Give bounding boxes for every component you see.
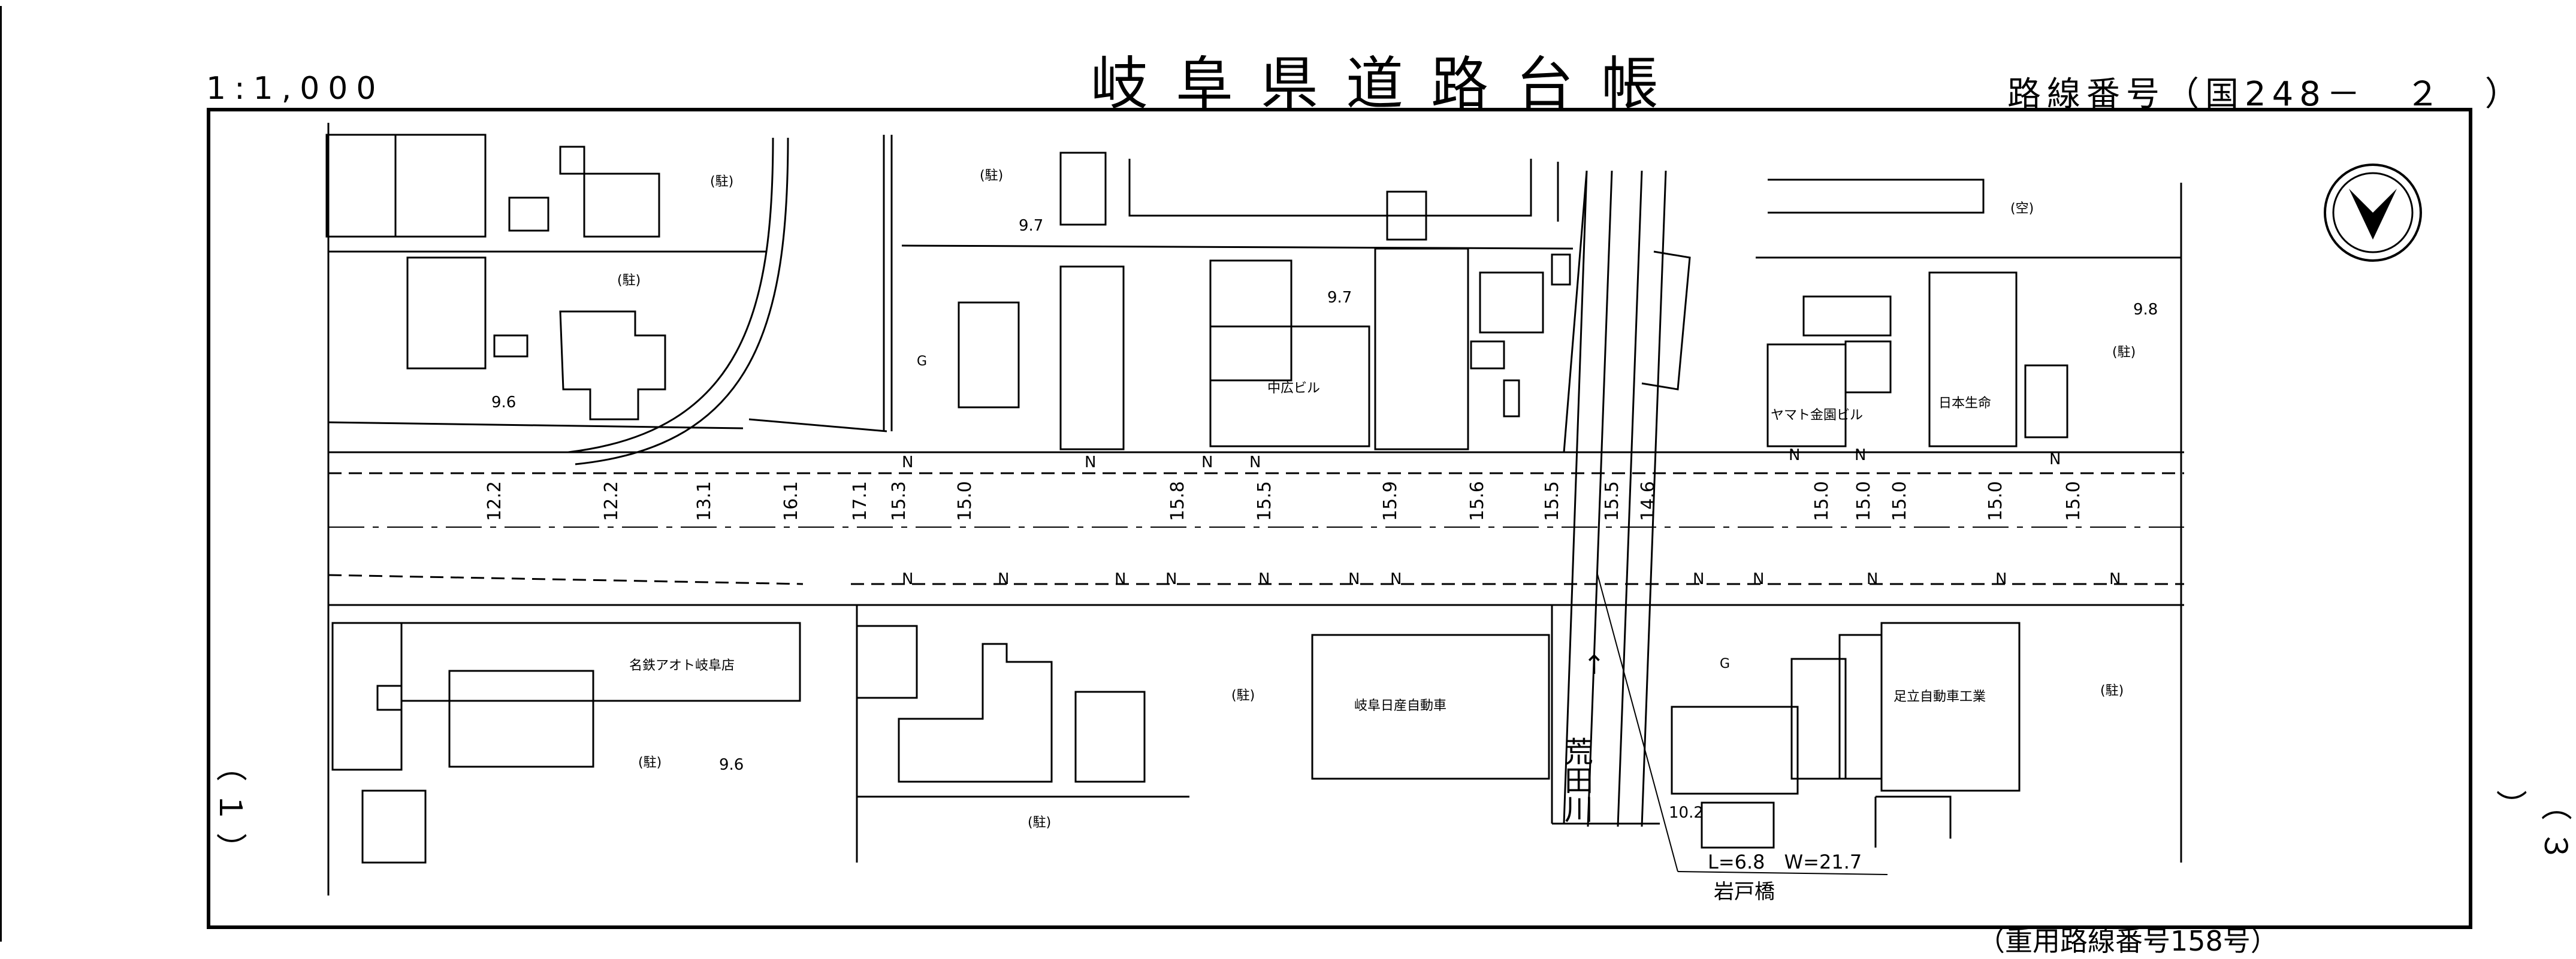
road-width-1: 12.2 <box>484 481 505 521</box>
svg-text:N: N <box>1201 453 1213 471</box>
svg-text:N: N <box>1390 570 1402 588</box>
spot-height: 9.7 <box>1327 289 1352 307</box>
svg-text:15.5: 15.5 <box>1542 481 1563 521</box>
spot-height: 9.6 <box>491 394 516 412</box>
building-label: 中広ビル <box>1267 381 1320 396</box>
building-label: 名鉄アオト岐阜店 <box>629 658 735 673</box>
building-label: 足立自動車工業 <box>1894 689 1986 704</box>
north-arrow-icon <box>2324 164 2422 262</box>
svg-text:15.0: 15.0 <box>2063 481 2084 521</box>
parking-label: (駐) <box>980 168 1003 183</box>
vacant-label: (空) <box>2010 201 2034 216</box>
svg-text:15.5: 15.5 <box>1602 481 1623 521</box>
svg-text:15.6: 15.6 <box>1467 481 1488 521</box>
spot-height: 9.6 <box>719 756 744 774</box>
svg-text:N: N <box>902 453 913 471</box>
svg-text:15.8: 15.8 <box>1167 481 1188 521</box>
svg-text:N: N <box>1855 446 1866 464</box>
river-label: 荒田川 <box>1559 737 1593 823</box>
svg-text:N: N <box>902 570 913 588</box>
svg-text:15.0: 15.0 <box>1811 481 1832 521</box>
svg-text:N: N <box>1165 570 1177 588</box>
svg-text:15.0: 15.0 <box>1985 481 2006 521</box>
svg-text:N: N <box>1085 453 1096 471</box>
svg-text:15.5: 15.5 <box>1254 481 1275 521</box>
svg-text:N: N <box>1115 570 1126 588</box>
svg-text:N: N <box>1753 570 1764 588</box>
parking-label: (駐) <box>1028 815 1051 830</box>
building-label: ヤマト金園ビル <box>1771 408 1863 423</box>
svg-text:N: N <box>1249 453 1261 471</box>
parking-label: (駐) <box>2100 683 2124 698</box>
svg-text:16.1: 16.1 <box>781 481 802 521</box>
svg-text:N: N <box>2109 570 2121 588</box>
svg-text:15.0: 15.0 <box>1889 481 1910 521</box>
svg-text:N: N <box>1258 570 1270 588</box>
parking-label: (駐) <box>710 174 733 189</box>
svg-text:15.0: 15.0 <box>1853 481 1874 521</box>
parking-label: (駐) <box>638 755 662 770</box>
svg-text:17.1: 17.1 <box>850 481 871 521</box>
spot-height: 9.7 <box>1019 217 1043 235</box>
bridge-name: 岩戸橋 <box>1714 880 1775 904</box>
bridge-spec: L=6.8 W=21.7 <box>1708 851 1862 873</box>
svg-text:N: N <box>2049 450 2061 468</box>
spot-height: 9.8 <box>2133 301 2158 319</box>
svg-text:15.3: 15.3 <box>889 481 910 521</box>
spot-height: 10.2 <box>1669 804 1704 822</box>
svg-text:12.2: 12.2 <box>601 481 622 521</box>
route-number: 路線番号（国248－ ２ ） <box>2007 75 2524 114</box>
svg-text:15.0: 15.0 <box>955 481 976 521</box>
svg-text:N: N <box>1693 570 1704 588</box>
svg-text:13.1: 13.1 <box>694 481 715 521</box>
svg-text:N: N <box>1789 446 1800 464</box>
svg-text:N: N <box>1995 570 2007 588</box>
building-label: 岐阜日産自動車 <box>1354 698 1446 713</box>
gas-station-label: G <box>1720 657 1730 671</box>
road-markers: N N N N N N N N N N N N N N N N N N N <box>902 446 2121 588</box>
map-frame <box>207 108 2472 929</box>
parking-label: (駐) <box>2112 345 2136 360</box>
parking-label: (駐) <box>617 273 641 288</box>
svg-text:N: N <box>1867 570 1878 588</box>
map-scale: 1:1,000 <box>206 71 385 107</box>
svg-text:N: N <box>1348 570 1360 588</box>
page-title: 岐阜県道路台帳 <box>1091 50 1686 117</box>
building-label: 日本生命 <box>1938 396 1991 411</box>
gas-station-label: G <box>917 354 927 369</box>
river-flow-arrow: ↑ <box>1583 650 1605 680</box>
svg-text:14.6: 14.6 <box>1638 481 1659 521</box>
svg-text:N: N <box>998 570 1009 588</box>
parking-label: (駐) <box>1231 688 1255 703</box>
svg-text:15.9: 15.9 <box>1380 481 1401 521</box>
